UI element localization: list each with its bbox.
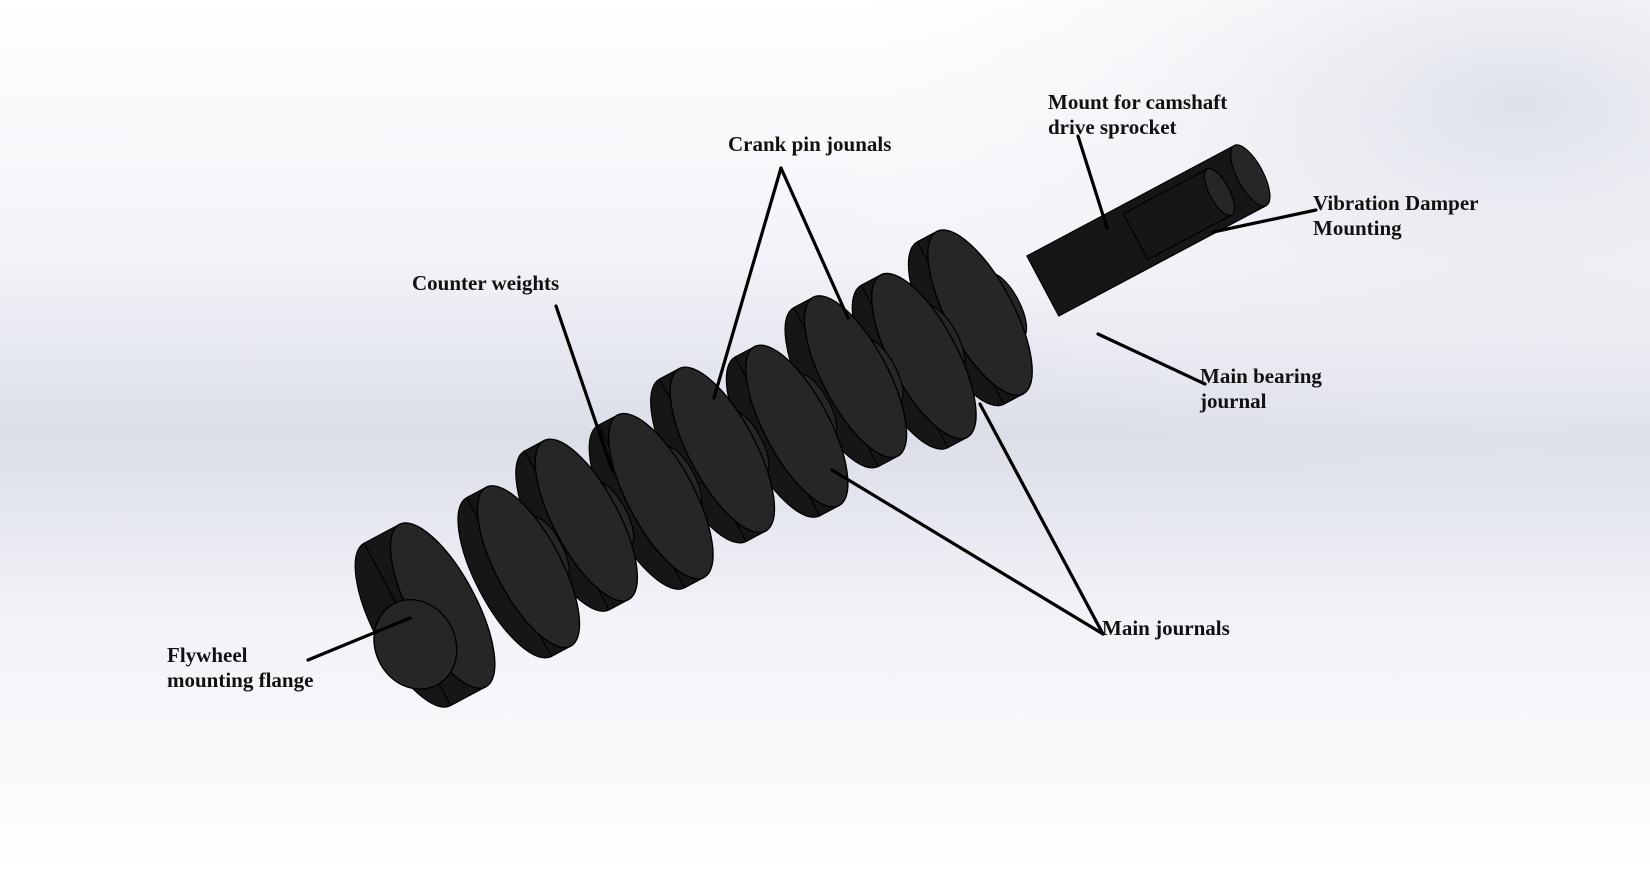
- label-flywheel-flange: Flywheel mounting flange: [167, 643, 313, 693]
- leader-main-journals-b: [978, 402, 1105, 636]
- leader-flywheel-flange: [306, 616, 412, 662]
- flywheel-boss: [373, 598, 458, 690]
- web-4-face: [745, 344, 849, 508]
- web-3-face: [803, 295, 908, 459]
- web-6-face: [607, 412, 714, 580]
- leader-crank-pin-b: [779, 166, 850, 320]
- web-7-face: [534, 438, 639, 602]
- leader-main-bearing: [1096, 332, 1207, 386]
- web-1: [907, 229, 1033, 407]
- web-8-face: [476, 485, 581, 649]
- label-counter-weights: Counter weights: [412, 271, 559, 296]
- label-flywheel-flange-line1: Flywheel: [167, 643, 248, 667]
- label-crank-pin-line1: Crank pin jounals: [728, 132, 892, 156]
- leader-camshaft-mount: [1076, 134, 1109, 230]
- label-flywheel-flange-line2: mounting flange: [167, 668, 314, 692]
- front-snout-end: [1230, 144, 1271, 207]
- label-camshaft-mount: Mount for camshaft drive sprocket: [1048, 90, 1227, 140]
- web-4: [725, 344, 849, 518]
- leader-counter-weights: [554, 304, 614, 472]
- web-5-face: [669, 366, 776, 534]
- leader-main-journals-a: [830, 468, 1105, 636]
- web-2: [851, 272, 977, 450]
- label-vibration-damper: Vibration Damper Mounting: [1313, 191, 1478, 241]
- label-camshaft-mount-line2: drive sprocket: [1048, 115, 1177, 139]
- crankshaft-body: [354, 144, 1271, 708]
- label-main-bearing-line1: Main bearing: [1200, 364, 1322, 388]
- label-crank-pin: Crank pin jounals: [728, 132, 891, 157]
- damper-stub-end: [1203, 167, 1236, 217]
- label-main-journals-line1: Main journals: [1102, 616, 1230, 640]
- label-main-bearing: Main bearing journal: [1200, 364, 1322, 414]
- web-8: [457, 485, 581, 659]
- leader-lines: [306, 134, 1318, 662]
- leader-vibration-damper: [1211, 208, 1318, 234]
- label-vibration-damper-line2: Mounting: [1313, 216, 1402, 240]
- web-7: [515, 438, 639, 612]
- web-6: [588, 412, 714, 590]
- leader-crank-pin-a: [712, 166, 783, 400]
- label-main-journals: Main journals: [1102, 616, 1230, 641]
- web-3: [784, 295, 908, 469]
- label-camshaft-mount-line1: Mount for camshaft: [1048, 90, 1228, 114]
- label-vibration-damper-line1: Vibration Damper: [1313, 191, 1479, 215]
- damper-stub: [1122, 167, 1236, 261]
- label-counter-weights-line1: Counter weights: [412, 271, 560, 295]
- label-main-bearing-line2: journal: [1200, 389, 1267, 413]
- web-5: [650, 366, 776, 544]
